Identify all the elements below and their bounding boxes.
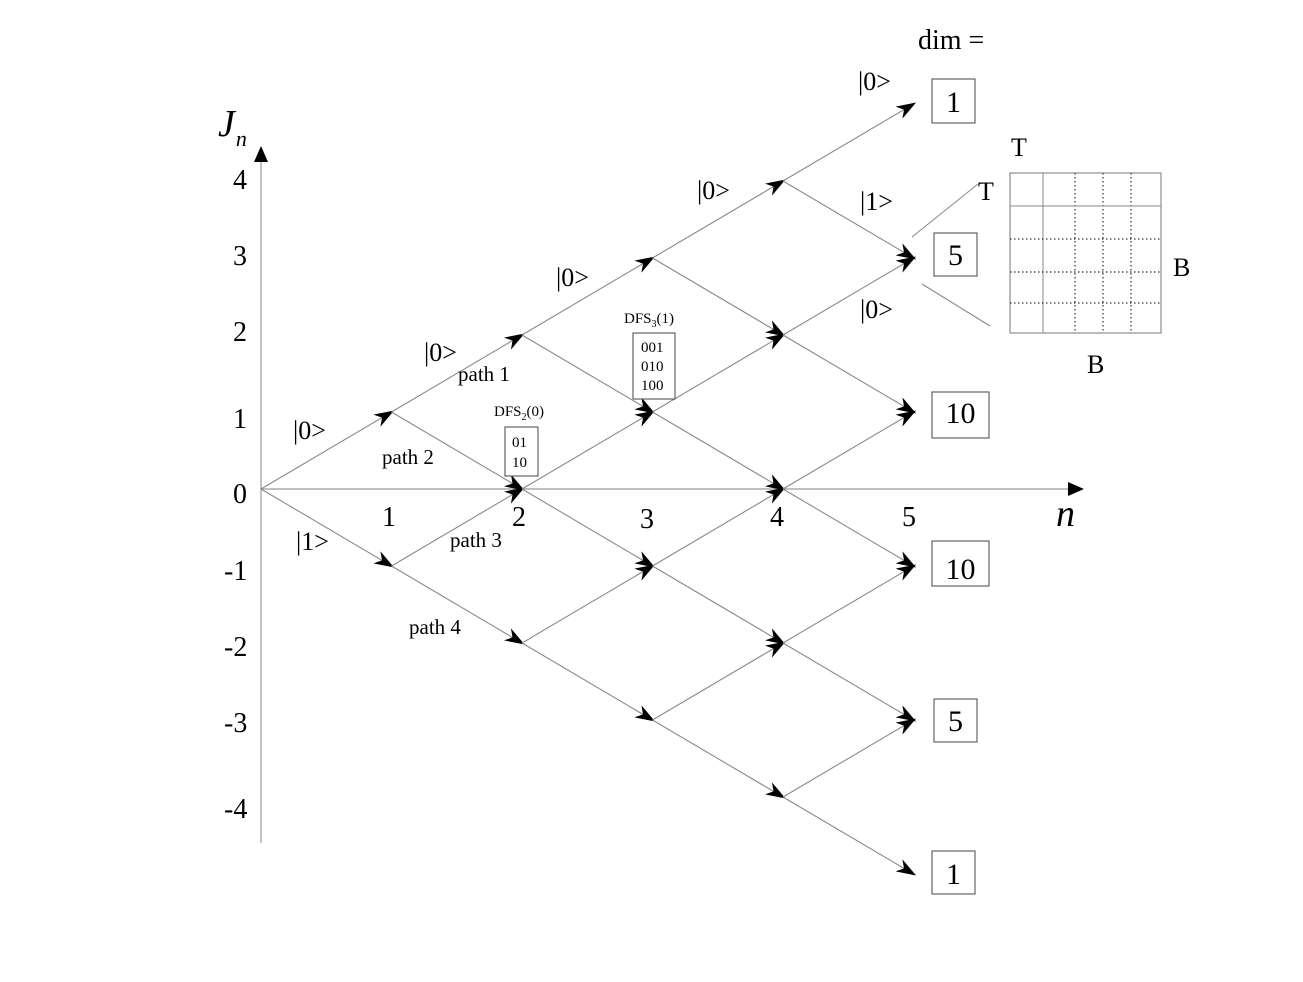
dim-value: 10 [946,553,976,586]
dfs3-title: DFS3(1) [624,311,674,330]
y-tick-label: -3 [224,708,247,739]
x-tick-label: 4 [770,502,784,533]
lattice-edge [260,410,395,490]
y-tick-label: 1 [233,404,247,435]
matrix-connector-bottom [921,283,991,327]
lattice-edge [391,565,525,645]
path-labels: path 1 path 2 path 3 path 4 [382,362,510,639]
lattice-edge [652,411,786,491]
lattice-edge [782,410,917,490]
dfs2-title: DFS2(0) [494,404,544,423]
lattice-edge [391,487,525,567]
dim-value: 1 [946,86,961,119]
matrix-connector-top [911,183,979,238]
lattice-edges [260,102,917,876]
y-tick-label: 2 [233,317,247,348]
y-tick-label: 4 [233,165,247,196]
y-tick-label: -1 [224,556,247,587]
dim-box [931,78,976,124]
lattice-edge [652,719,786,799]
dim-boxes: 1 5 10 10 5 1 [931,78,990,895]
dim-box [931,540,990,587]
lattice-edge [521,256,656,336]
dfs3-row: 100 [641,378,664,394]
x-tick-label: 3 [640,504,654,535]
dfs3-row: 001 [641,340,664,356]
lattice-edge [782,642,917,722]
lattice-edge [782,256,917,336]
dim-box [931,850,976,895]
lattice-edge [652,179,786,259]
y-tick-label: -4 [224,794,247,825]
x-tick-label: 1 [382,502,396,533]
lattice-edge [652,487,786,567]
y-tick-label: 0 [233,479,247,510]
ket-label: |1> [860,187,893,216]
dim-label: dim = [918,25,984,56]
ket-label: |0> [858,67,891,96]
matrix-frame [1009,172,1162,334]
dfs2-box: DFS2(0) 01 10 [494,404,544,477]
lattice-edge [391,411,525,491]
dim-value: 1 [946,858,961,891]
lattice-edge [782,334,917,414]
dfs3-row: 010 [641,359,664,375]
ket-label: |1> [296,527,329,556]
path-label: path 4 [409,615,461,639]
dim-box [933,698,978,743]
ket-label: |0> [556,263,589,292]
x-tick-labels: 1 2 3 4 5 [382,502,916,535]
lattice-edge [652,641,786,721]
matrix-top-label: T [1011,133,1027,162]
y-tick-label: -2 [224,632,247,663]
dim-value: 5 [948,705,963,738]
lattice-edge [782,180,917,260]
lattice-edge [521,642,656,722]
dfs3-frame [632,332,676,400]
lattice-edge [521,564,656,644]
matrix-inset: T T B B [911,133,1190,379]
dim-value: 5 [948,239,963,272]
dim-value: 10 [946,397,976,430]
lattice-edge [782,102,917,182]
dim-box [931,391,990,439]
ket-label: |0> [424,338,457,367]
x-axis-title: n [1056,493,1075,535]
dfs2-frame [504,426,539,477]
lattice-edge [782,796,917,876]
matrix-right-label: B [1173,253,1190,282]
dim-box [933,232,978,277]
lattice-edge [782,718,917,798]
y-tick-labels: 4 3 2 1 0 -1 -2 -3 -4 [224,165,247,825]
dfs2-row: 01 [512,435,527,451]
lattice-edge [521,488,656,568]
y-tick-label: 3 [233,241,247,272]
lattice-edge [260,488,395,568]
path-label: path 3 [450,528,502,552]
path-label: path 1 [458,362,510,386]
ket-label: |0> [293,416,326,445]
y-axis-title: Jn [218,103,247,151]
lattice-edge [652,257,786,337]
ket-label: |0> [697,176,730,205]
dfs2-row: 10 [512,455,527,471]
matrix-left-label: T [978,177,994,206]
x-tick-label: 5 [902,502,916,533]
matrix-grid [1010,173,1161,333]
x-tick-label: 2 [512,502,526,533]
path-label: path 2 [382,445,434,469]
ket-labels: |0> |1> |0> |0> |0> |0> |1> |0> [293,67,893,556]
lattice-edge [782,564,917,644]
lattice-edge [652,565,786,645]
lattice-edge [521,334,656,414]
dfs3-box: DFS3(1) 001 010 100 [624,311,676,400]
matrix-bottom-label: B [1087,350,1104,379]
lattice-edge [521,410,656,490]
lattice-edge [391,333,525,413]
ket-label: |0> [860,295,893,324]
lattice-edge [782,488,917,568]
